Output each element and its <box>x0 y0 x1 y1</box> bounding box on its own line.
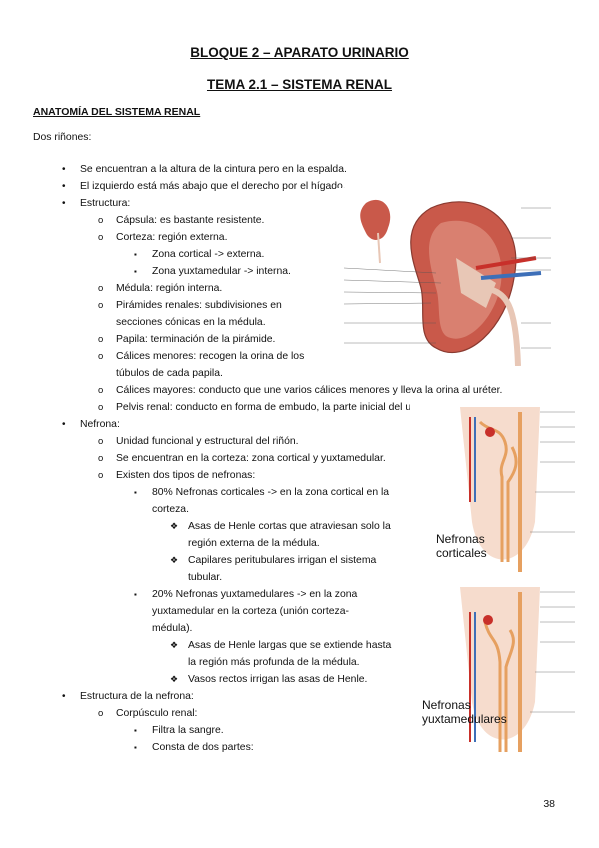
list-item: Existen dos tipos de nefronas: <box>116 470 256 481</box>
disc-bullet-icon: • <box>62 419 66 430</box>
square-bullet-icon: ▪ <box>134 743 137 752</box>
list-item: Estructura: <box>80 198 131 209</box>
list-item: Asas de Henle cortas que atraviesan solo… <box>188 521 391 532</box>
list-item: Cápsula: es bastante resistente. <box>116 215 265 226</box>
intro-text: Dos riñones: <box>33 132 92 143</box>
list-item: secciones cónicas en la médula. <box>116 317 266 328</box>
list-item: región externa de la médula. <box>188 538 320 549</box>
list-item: Pelvis renal: conducto en forma de embud… <box>116 402 435 413</box>
circle-bullet-icon: o <box>98 436 104 447</box>
list-item: la región más profunda de la médula. <box>188 657 360 668</box>
list-item: Corteza: región externa. <box>116 232 228 243</box>
list-item: corteza. <box>152 504 189 515</box>
list-item: Unidad funcional y estructural del riñón… <box>116 436 299 447</box>
square-bullet-icon: ▪ <box>134 488 137 497</box>
cortical-nephron-diagram <box>410 402 580 580</box>
list-item: Cálices menores: recogen la orina de los <box>116 351 305 362</box>
kidney-diagram <box>336 188 582 366</box>
square-bullet-icon: ▪ <box>134 250 137 259</box>
disc-bullet-icon: • <box>62 198 66 209</box>
circle-bullet-icon: o <box>98 470 104 481</box>
list-item: El izquierdo está más abajo que el derec… <box>80 181 346 192</box>
section-heading: ANATOMÍA DEL SISTEMA RENAL <box>33 106 201 118</box>
list-item: Zona cortical -> externa. <box>152 249 265 260</box>
yuxtamedullary-nephron-diagram <box>410 582 580 760</box>
list-item: Se encuentran a la altura de la cintura … <box>80 164 347 175</box>
circle-bullet-icon: o <box>98 385 104 396</box>
circle-bullet-icon: o <box>98 232 104 243</box>
list-item: Cálices mayores: conducto que une varios… <box>116 385 503 396</box>
list-item: Pirámides renales: subdivisiones en <box>116 300 282 311</box>
circle-bullet-icon: o <box>98 402 104 413</box>
square-bullet-icon: ▪ <box>134 590 137 599</box>
list-item: Consta de dos partes: <box>152 742 254 753</box>
disc-bullet-icon: • <box>62 164 66 175</box>
list-item: Vasos rectos irrigan las asas de Henle. <box>188 674 368 685</box>
list-item: 80% Nefronas corticales -> en la zona co… <box>152 487 390 498</box>
diamond-bullet-icon: ❖ <box>170 640 179 650</box>
diamond-bullet-icon: ❖ <box>170 521 179 531</box>
square-bullet-icon: ▪ <box>134 726 137 735</box>
circle-bullet-icon: o <box>98 351 104 362</box>
list-item: Corpúsculo renal: <box>116 708 198 719</box>
circle-bullet-icon: o <box>98 708 104 719</box>
list-item: Zona yuxtamedular -> interna. <box>152 266 291 277</box>
disc-bullet-icon: • <box>62 181 66 192</box>
circle-bullet-icon: o <box>98 453 104 464</box>
list-item: Asas de Henle largas que se extiende has… <box>188 640 392 651</box>
list-item: Estructura de la nefrona: <box>80 691 194 702</box>
list-item: Médula: región interna. <box>116 283 223 294</box>
diamond-bullet-icon: ❖ <box>170 555 179 565</box>
list-item: Capilares peritubulares irrigan el siste… <box>188 555 377 566</box>
document-subtitle: TEMA 2.1 – SISTEMA RENAL <box>206 77 393 92</box>
list-item: Papila: terminación de la pirámide. <box>116 334 276 345</box>
list-item: yuxtamedular en la corteza (unión cortez… <box>152 606 349 617</box>
list-item: 20% Nefronas yuxtamedulares -> en la zon… <box>152 589 358 600</box>
circle-bullet-icon: o <box>98 283 104 294</box>
square-bullet-icon: ▪ <box>134 267 137 276</box>
list-item: Se encuentran en la corteza: zona cortic… <box>116 453 386 464</box>
list-item: médula). <box>152 623 193 634</box>
circle-bullet-icon: o <box>98 300 104 311</box>
list-item: túbulos de cada papila. <box>116 368 223 379</box>
list-item: Filtra la sangre. <box>152 725 224 736</box>
diamond-bullet-icon: ❖ <box>170 674 179 684</box>
document-title: BLOQUE 2 – APARATO URINARIO <box>190 45 409 60</box>
list-item: Nefrona: <box>80 419 120 430</box>
circle-bullet-icon: o <box>98 334 104 345</box>
page-number: 38 <box>543 798 555 810</box>
disc-bullet-icon: • <box>62 691 66 702</box>
circle-bullet-icon: o <box>98 215 104 226</box>
list-item: tubular. <box>188 572 223 583</box>
